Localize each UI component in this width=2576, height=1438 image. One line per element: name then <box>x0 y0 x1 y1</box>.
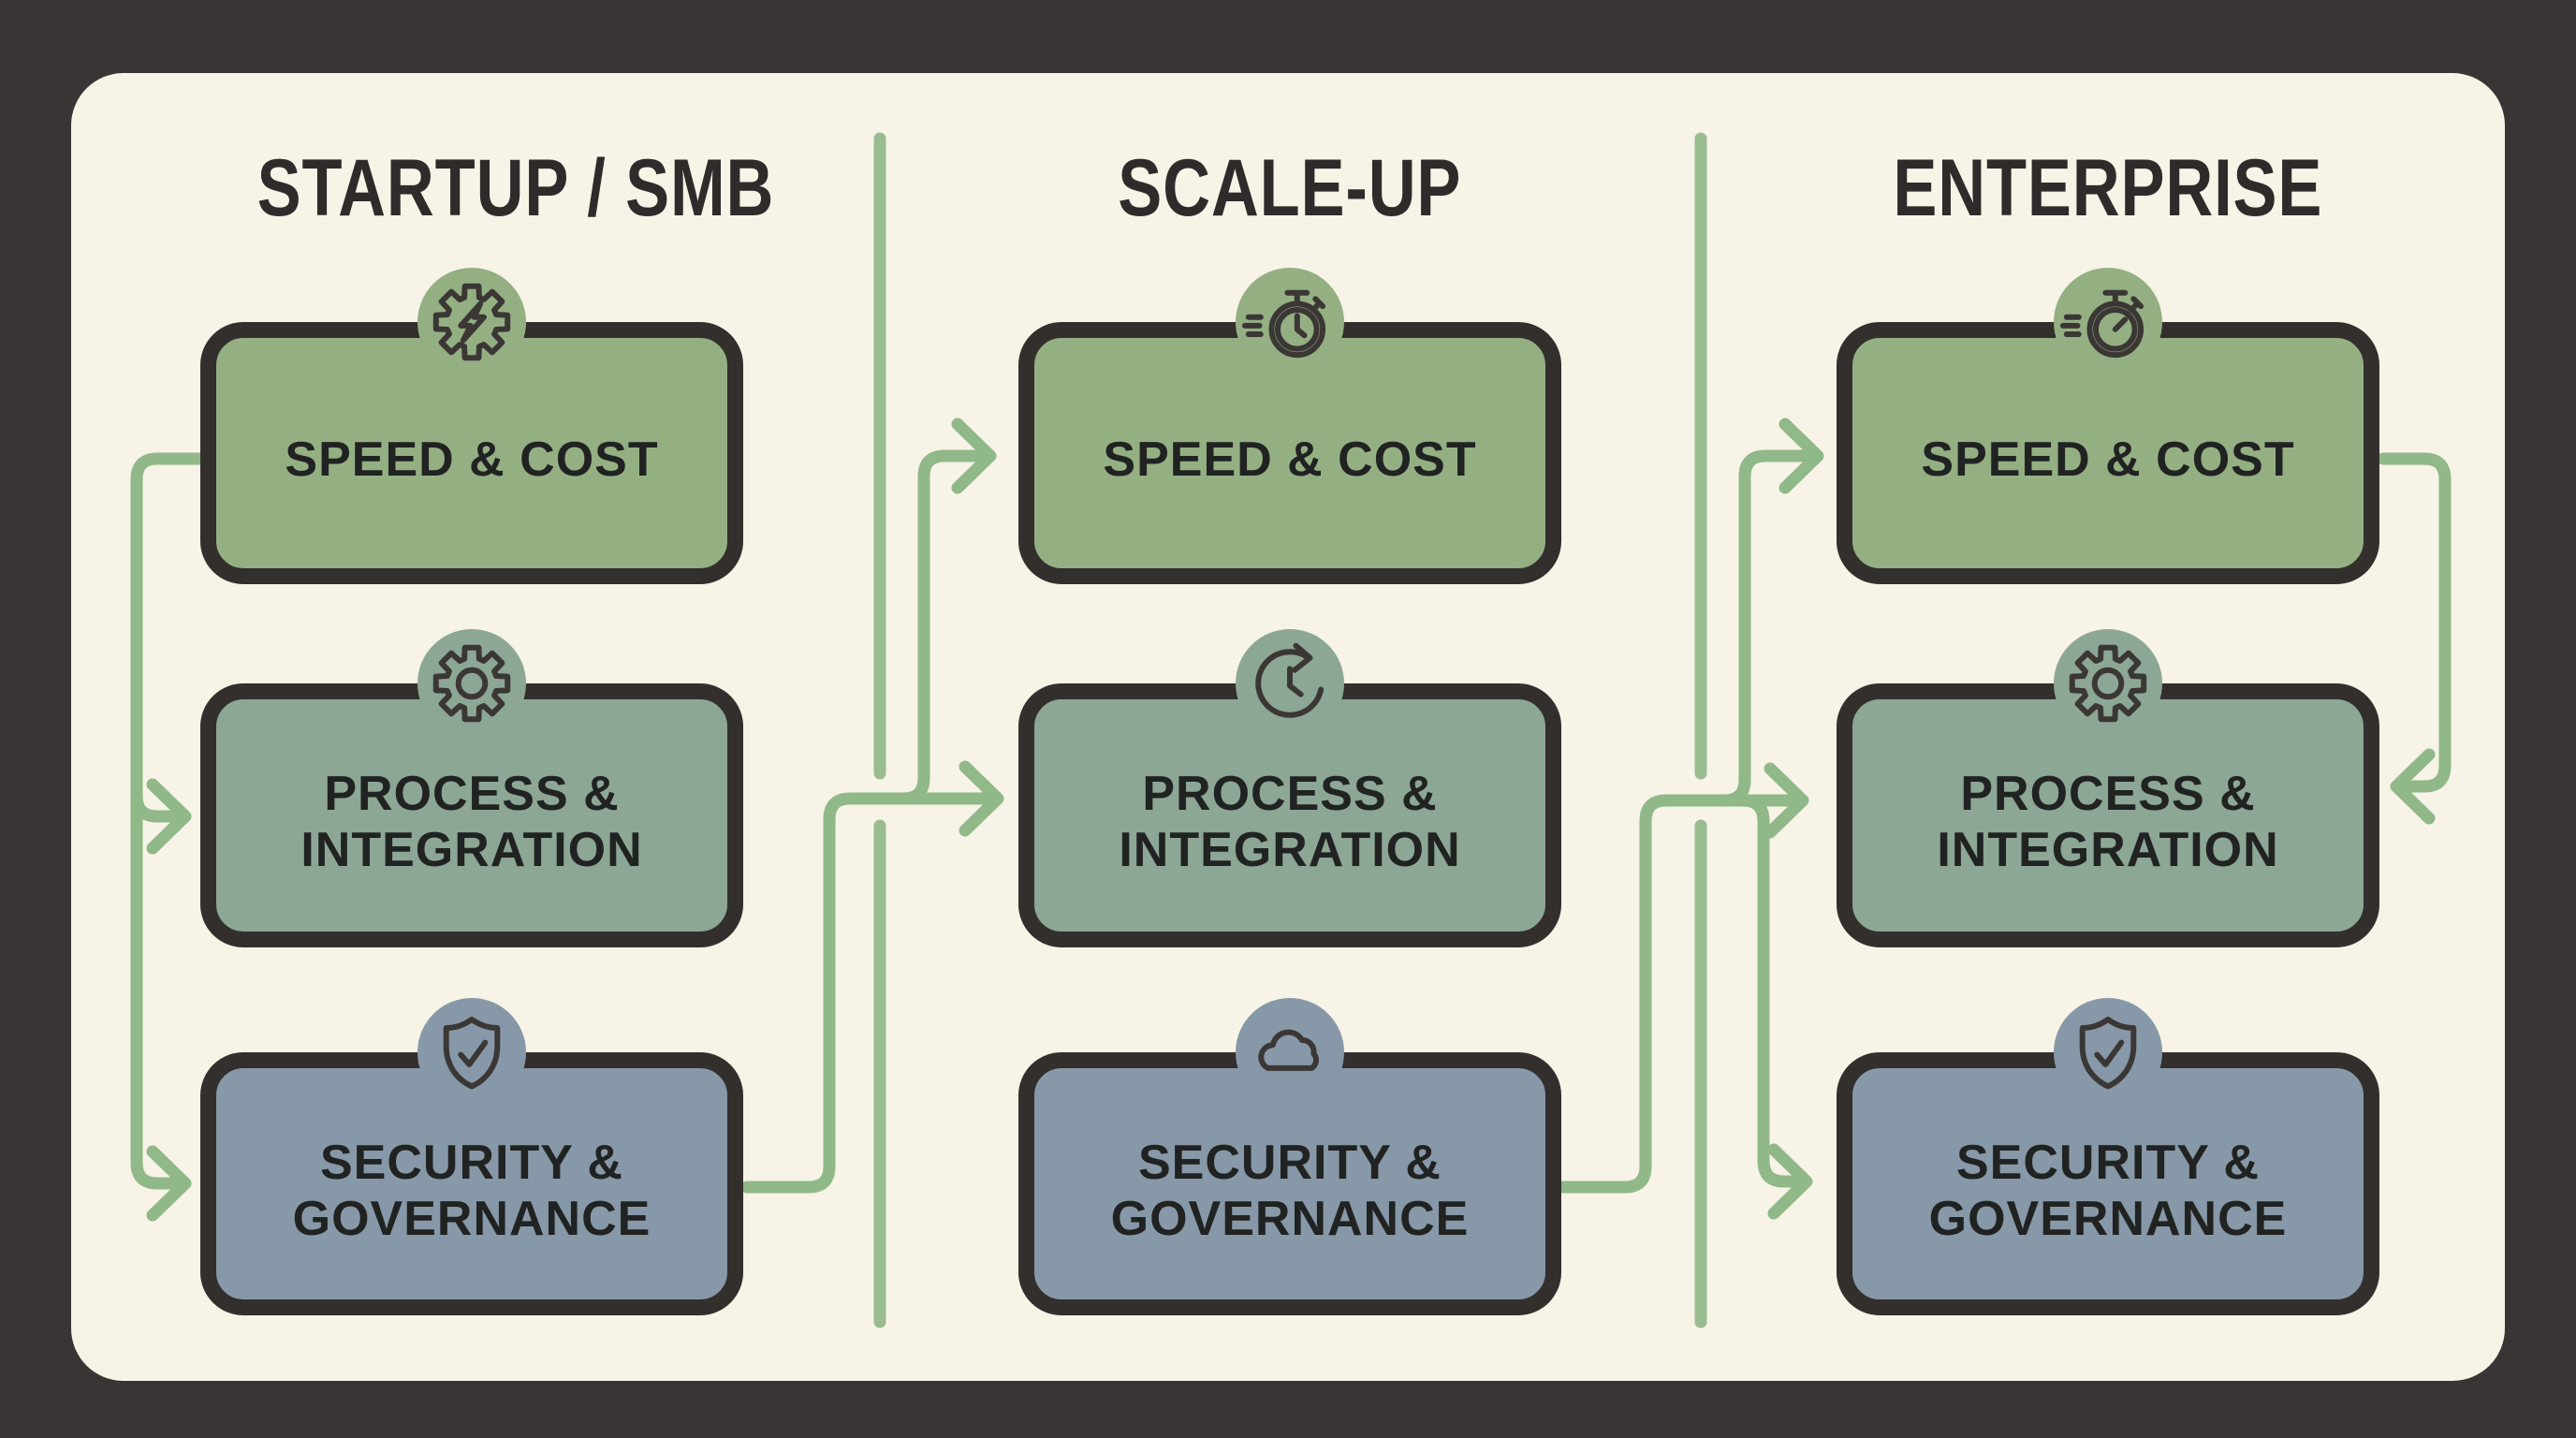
box-label-line: SECURITY & <box>1138 1135 1442 1190</box>
box-label-line: SPEED & COST <box>285 433 659 487</box>
icon-badge <box>1236 268 1344 376</box>
box-label-line: PROCESS & <box>1960 767 2256 821</box>
box-startup-security-governance: SECURITY & GOVERNANCE <box>200 998 743 1315</box>
icon-badge <box>417 268 526 376</box>
arrowhead-left-into-enterprise-process <box>2390 748 2436 825</box>
box-label-line: INTEGRATION <box>300 823 643 877</box>
box-label-line: PROCESS & <box>1142 767 1438 821</box>
arrow-startup-to-scaleup-process <box>740 792 989 1194</box>
box-enterprise-speed-cost: SPEED & COST <box>1837 268 2379 584</box>
box-label-line: SECURITY & <box>320 1135 623 1190</box>
box-label-line: INTEGRATION <box>1937 823 2279 877</box>
arrow-startup-rail <box>130 452 207 1190</box>
box-label-line: GOVERNANCE <box>1110 1191 1470 1246</box>
box-label: PROCESS & INTEGRATION <box>1119 766 1460 878</box>
box-startup-process-integration: PROCESS & INTEGRATION <box>200 629 743 947</box>
icon-badge <box>1236 998 1344 1107</box>
icon-badge <box>417 998 526 1107</box>
arrow-scaleup-to-enterprise-security <box>1736 794 1798 1188</box>
arrow-startup-rail-branch <box>130 789 177 823</box>
box-label: PROCESS & INTEGRATION <box>1937 766 2278 878</box>
arrowhead-into-scaleup-process <box>959 760 1004 837</box>
box-label-line: SPEED & COST <box>1103 433 1477 487</box>
arrowhead-into-startup-security <box>146 1145 192 1222</box>
arrow-scaleup-to-enterprise-process <box>1557 794 1794 1194</box>
box-startup-speed-cost: SPEED & COST <box>200 268 743 584</box>
column-header-scale-up: SCALE-UP <box>1118 143 1462 233</box>
arrowhead-into-startup-process <box>146 778 192 855</box>
shield-check-icon <box>443 1016 501 1090</box>
arrowhead-into-enterprise-security <box>1767 1143 1813 1220</box>
box-label-line: PROCESS & <box>324 767 620 821</box>
icon-badge <box>2054 268 2162 376</box>
box-label: SECURITY & GOVERNANCE <box>1929 1135 2288 1247</box>
gear-icon <box>2069 644 2147 723</box>
box-label-line: GOVERNANCE <box>1928 1191 2288 1246</box>
box-scaleup-process-integration: PROCESS & INTEGRATION <box>1018 629 1561 947</box>
arrow-scaleup-to-enterprise-speed <box>1718 449 1809 807</box>
box-enterprise-security-governance: SECURITY & GOVERNANCE <box>1837 998 2379 1315</box>
box-enterprise-process-integration: PROCESS & INTEGRATION <box>1837 629 2379 947</box>
cloud-icon <box>1258 1029 1319 1071</box>
stopwatch-icon <box>1241 289 1326 359</box>
box-label: SECURITY & GOVERNANCE <box>1111 1135 1470 1247</box>
arrowhead-into-enterprise-process <box>1764 762 1809 839</box>
icon-badge <box>2054 998 2162 1107</box>
box-scaleup-speed-cost: SPEED & COST <box>1018 268 1561 584</box>
clock-refresh-icon <box>1255 642 1325 718</box>
box-scaleup-security-governance: SECURITY & GOVERNANCE <box>1018 998 1561 1315</box>
stopwatch-icon <box>2059 289 2144 359</box>
icon-badge <box>417 629 526 738</box>
arrowhead-into-enterprise-speed <box>1778 418 1824 494</box>
box-label: PROCESS & INTEGRATION <box>300 766 642 878</box>
box-label-line: SECURITY & <box>1956 1135 2260 1190</box>
box-label-line: GOVERNANCE <box>292 1191 651 1246</box>
box-label: SPEED & COST <box>1921 432 2294 488</box>
column-header-enterprise: ENTERPRISE <box>1893 143 2323 233</box>
box-label-line: SPEED & COST <box>1921 433 2295 487</box>
arrow-startup-to-scaleup-speed <box>897 449 982 805</box>
icon-badge <box>2054 629 2162 738</box>
gear-icon <box>432 644 511 723</box>
box-label: SPEED & COST <box>1103 432 1476 488</box>
box-label: SPEED & COST <box>285 432 658 488</box>
box-label-line: INTEGRATION <box>1119 823 1461 877</box>
arrowhead-into-scaleup-speed <box>951 418 997 494</box>
shield-check-icon <box>2079 1016 2137 1090</box>
icon-badge <box>1236 629 1344 738</box>
arrow-enterprise-speed-to-process <box>2377 452 2452 793</box>
box-label: SECURITY & GOVERNANCE <box>293 1135 651 1247</box>
gear-lightning-icon <box>432 283 511 361</box>
column-header-startup-smb: STARTUP / SMB <box>256 143 775 233</box>
